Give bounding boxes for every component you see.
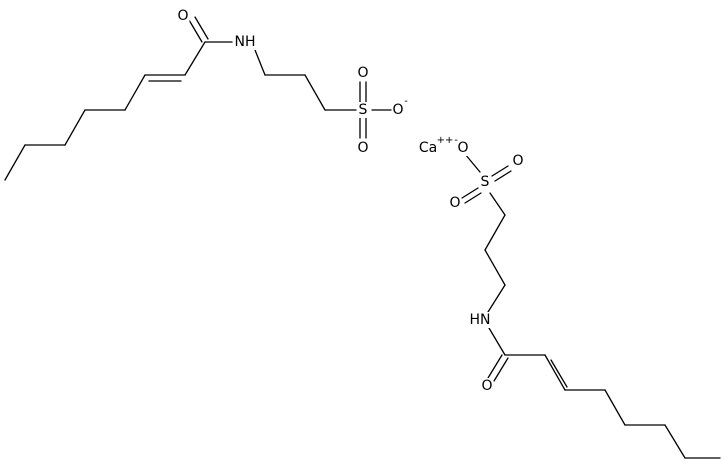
label-mask xyxy=(391,102,405,118)
amide-oxygen-label: O xyxy=(177,8,188,24)
carbonyl-bond xyxy=(493,357,509,382)
s-o-double-bond xyxy=(491,165,509,177)
bond xyxy=(488,327,506,356)
bond xyxy=(254,49,266,76)
label-mask xyxy=(417,140,439,156)
calcium-cation: Ca ++ xyxy=(417,135,454,156)
bond xyxy=(124,74,146,111)
bond xyxy=(664,424,686,459)
carbonyl-bond xyxy=(487,354,503,379)
double-bond-inner xyxy=(550,359,568,388)
label-mask xyxy=(456,140,470,156)
label-mask xyxy=(511,153,525,169)
s-o-double-bond xyxy=(461,187,479,199)
anion-oxygen-label: O xyxy=(457,140,468,156)
sulfur-label: S xyxy=(481,174,490,190)
sulfonyl-oxygen-label: O xyxy=(357,65,368,81)
label-mask xyxy=(233,34,257,50)
bond xyxy=(184,41,206,76)
anion-charge-label: - xyxy=(454,135,458,146)
bond xyxy=(487,284,506,313)
anion-charge-label: - xyxy=(404,96,408,107)
bond xyxy=(4,144,26,181)
s-o-double-bond xyxy=(464,192,482,204)
bond xyxy=(64,109,86,146)
carbonyl-bond xyxy=(194,16,209,40)
label-mask xyxy=(448,195,462,211)
amide-oxygen-label: O xyxy=(481,378,492,394)
label-mask xyxy=(357,102,369,118)
sulfonyl-oxygen-label: O xyxy=(449,195,460,211)
amine-label: HN xyxy=(470,312,491,328)
bond xyxy=(304,74,326,111)
bond xyxy=(489,192,506,216)
sulfur-label: S xyxy=(359,102,368,118)
amine-label: NH xyxy=(235,34,256,50)
s-o-bond xyxy=(464,153,481,173)
sulfonyl-oxygen-label: O xyxy=(512,153,523,169)
cation-symbol: Ca xyxy=(419,140,437,156)
molecule-2: O - S O O HN O xyxy=(448,135,721,459)
label-mask xyxy=(356,140,370,156)
carbonyl-bond xyxy=(188,19,203,43)
label-mask xyxy=(468,312,492,328)
s-o-double-bond xyxy=(494,170,512,182)
sulfonyl-oxygen-label: O xyxy=(357,140,368,156)
bond xyxy=(484,214,506,251)
anion-oxygen-label: O xyxy=(392,102,403,118)
label-mask xyxy=(356,65,370,81)
label-mask xyxy=(480,378,494,394)
cation-charge: ++ xyxy=(437,135,454,146)
bond xyxy=(484,249,506,286)
molecule-1: O NH S O O O - xyxy=(4,8,408,181)
bond xyxy=(544,354,566,391)
bond xyxy=(604,389,626,426)
label-mask xyxy=(176,8,190,24)
label-mask xyxy=(479,174,491,190)
